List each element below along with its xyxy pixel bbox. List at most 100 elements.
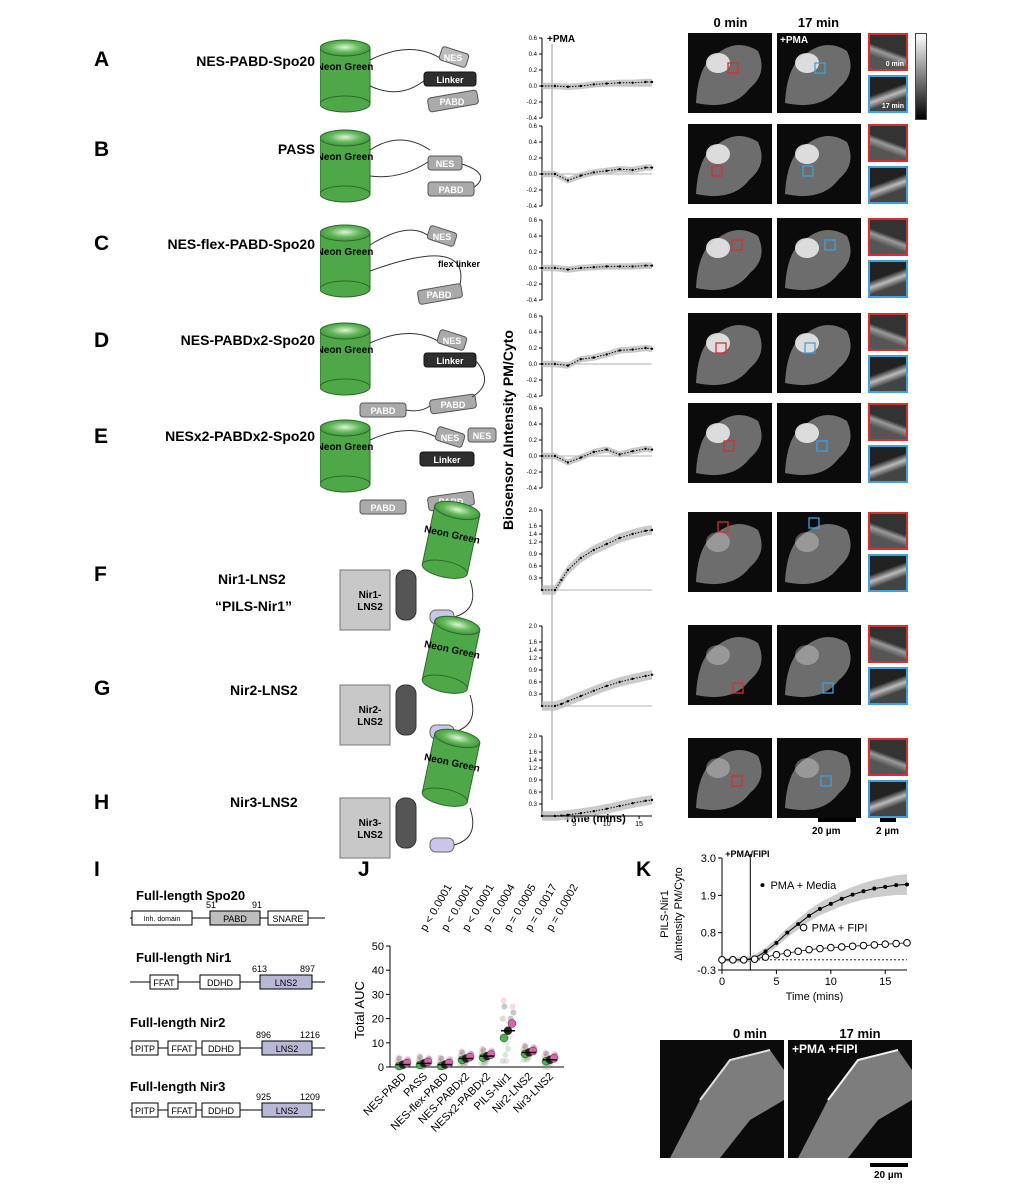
k-fipi-point [772,950,781,959]
timecourse-chart-d: 0.60.40.20.0-0.2-0.4 [527,314,654,400]
data-point [553,454,557,458]
k-media-point [905,882,909,887]
cartoon-g: Nir2- LNS2 Neon Green [339,615,481,746]
y-tick-label: 0.2 [529,438,538,444]
y-tick-label: 0.4 [529,422,538,428]
scalebar-inset-label: 2 µm [876,826,899,837]
data-point [553,84,557,88]
data-point [618,168,621,171]
intensity-colorbar [915,33,927,120]
col-title-0min: 0 min [713,15,748,30]
auc-replicate-point [520,1056,527,1063]
k-xlabel: Time (mins) [786,991,844,1003]
k-fipi-point [848,942,857,951]
data-point [650,448,654,451]
y-tick-label: 0.3 [529,576,538,582]
y-tick-label: 0.3 [529,692,538,698]
y-tick-label: 0.2 [529,68,538,74]
data-point [592,356,595,359]
auc-replicate-point [438,1055,445,1062]
cartoon-b: Neon Green NES PABD [320,129,482,203]
svg-text:LNS2: LNS2 [357,717,383,728]
auc-replicate-point [457,1062,464,1069]
k-y-tick-label: 0.8 [701,928,716,940]
svg-text:LNS2: LNS2 [357,830,383,841]
k-scalebar [870,1163,908,1167]
mean-line [542,347,653,367]
svg-text:Nir3-: Nir3- [359,818,382,829]
nes-label: NES [444,53,463,63]
data-point [631,802,634,805]
x-tick-label: 15 [635,821,643,828]
data-point [644,346,647,350]
y-tick-label: 0.3 [529,802,538,808]
data-point [618,349,621,352]
data-point [605,542,608,546]
micrograph-h-17min [777,738,861,818]
inset-time-label: 0 min [885,61,904,68]
auc-mean-point [465,1052,475,1062]
data-point [644,80,647,84]
y-tick-label: 1.2 [529,766,538,772]
data-point [579,266,583,270]
auc-mean-point [549,1054,559,1063]
y-tick-label: 1.2 [529,540,538,546]
k-media-point [828,901,833,906]
timecourse-chart-e: 0.60.40.20.0-0.2-0.4 [527,406,654,492]
auc-replicate-point [543,1050,550,1057]
micrograph-a-17min: +PMA [777,33,861,113]
y-tick-label: 2.0 [529,624,538,630]
y-tick-label: -0.2 [527,470,538,476]
data-point [553,588,557,592]
panel-label-d: D [94,329,110,352]
data-point [631,265,634,268]
y-tick-label: 1.6 [529,640,538,646]
svg-text:897: 897 [300,964,315,974]
domain-diagrams: Full-length Spo20 Inh. domain PABD SNARE… [130,888,325,1118]
pma-marker-label: +PMA [547,34,575,45]
data-point [605,448,608,451]
panel-label-a: A [94,48,110,71]
construct-name-h: Nir3-LNS2 [230,794,298,810]
data-point [592,171,595,174]
data-point [560,702,563,706]
data-point [566,813,570,816]
auc-replicate-point [545,1064,552,1070]
svg-text:FFAT: FFAT [171,1106,193,1116]
se-band [542,344,652,369]
construct-name-f: Nir1-LNS2 [218,571,286,587]
micrograph-h-0min [688,738,772,818]
k-micrograph-17: +PMA +FIPI [788,1040,912,1158]
micrograph-b-17min [777,124,861,204]
k-media-point [872,886,877,891]
inset-f-17min [868,554,908,592]
data-point [605,684,608,688]
inset-g-0min [868,625,908,663]
svg-text:896: 896 [256,1030,271,1040]
k-fipi-point [859,941,868,950]
construct-name-c: NES-flex-PABD-Spo20 [167,236,315,252]
data-point [566,364,570,367]
k-fipi-point [805,945,813,954]
construct-cartoons: Neon Green NES Linker PABD Neon Green NE… [320,39,497,859]
svg-text:Neon Green: Neon Green [320,152,373,163]
timecourse-chart-a: 0.60.40.20.0-0.2-0.4 [527,36,654,122]
se-band [542,262,652,273]
svg-text:NES: NES [433,232,452,242]
data-point [540,172,544,176]
data-point [605,353,608,356]
scalebar-cell [818,818,856,822]
inset-f-0min [868,512,908,550]
auc-mean-point [402,1058,412,1068]
inset-c-0min [868,218,908,256]
panel-label-j: J [358,858,370,881]
micrograph-c-0min [688,218,772,298]
k-media-point [894,883,899,888]
data-point [566,700,570,703]
k-fipi-point [816,944,824,953]
data-point [579,694,583,698]
y-tick-label: -0.2 [527,378,538,384]
pabd-label: PABD [440,97,465,107]
auc-group-0 [394,1054,412,1071]
